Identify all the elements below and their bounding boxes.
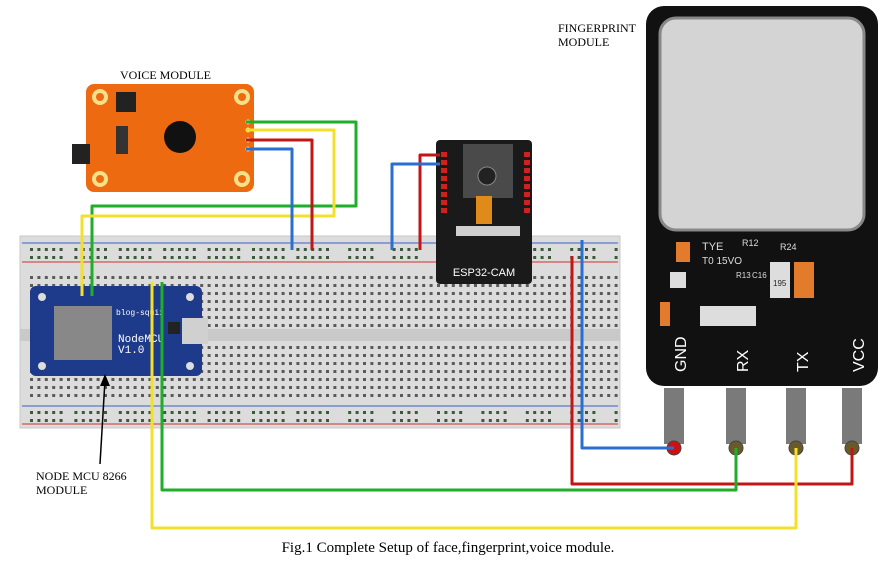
nodemcu-brand: blog-squix — [116, 309, 164, 318]
silk-r24: R24 — [780, 242, 797, 252]
chip-195: 195 — [773, 279, 787, 288]
wire-fp-gnd-blue — [580, 240, 674, 450]
nodemcu-module-label-1: NODE MCU 8266 — [36, 469, 127, 483]
fp-pin-label-vcc: VCC — [851, 338, 868, 372]
esp32-cam-board: ESP32-CAM — [436, 140, 532, 284]
fingerprint-module-label-1: FINGERPRINT — [558, 21, 637, 35]
fp-pin-leg — [786, 388, 806, 444]
fp-pin-leg — [842, 388, 862, 444]
wire-esp-red — [418, 153, 440, 250]
fingerprint-pins: GND RX TX VCC — [664, 336, 868, 456]
wire-fp-tx-yellow — [150, 282, 798, 530]
silk-tye: TYE — [702, 241, 723, 253]
figure-caption: Fig.1 Complete Setup of face,fingerprint… — [281, 540, 615, 556]
nodemcu-module-label-2: MODULE — [36, 483, 88, 497]
silk-volt: T0 15VO — [702, 256, 742, 267]
wire-voice-red — [246, 138, 314, 250]
esp32-cam-name: ESP32-CAM — [453, 267, 515, 279]
silk-c16: C16 — [752, 271, 767, 280]
silk-r13: R13 — [736, 271, 751, 280]
wire-fp-vcc-red — [570, 256, 854, 486]
nodemcu-board: blog-squix NodeMCU V1.0 — [30, 286, 208, 376]
wire-fp-rx-green — [160, 282, 738, 492]
fp-pin-leg — [664, 388, 684, 444]
voice-module-board — [72, 84, 254, 192]
wires — [80, 120, 854, 530]
nodemcu-pointer-arrow — [99, 374, 110, 465]
wire-voice-blue — [246, 147, 294, 250]
wire-voice-green — [90, 120, 358, 296]
fp-pin-label-rx: RX — [735, 349, 752, 372]
fp-pin-label-gnd: GND — [673, 336, 690, 372]
fp-pin-leg — [726, 388, 746, 444]
fp-pin-label-tx: TX — [795, 351, 812, 372]
silk-r12: R12 — [742, 238, 759, 248]
wire-voice-yellow — [80, 128, 336, 296]
fingerprint-module-label-2: MODULE — [558, 35, 610, 49]
wire-esp-blue — [390, 162, 440, 250]
voice-module-label: VOICE MODULE — [120, 68, 211, 82]
fingerprint-module: TYE T0 15VO R12 R24 R13 C16 195 GND RX TX V… — [646, 6, 878, 456]
nodemcu-version: V1.0 — [118, 345, 144, 357]
